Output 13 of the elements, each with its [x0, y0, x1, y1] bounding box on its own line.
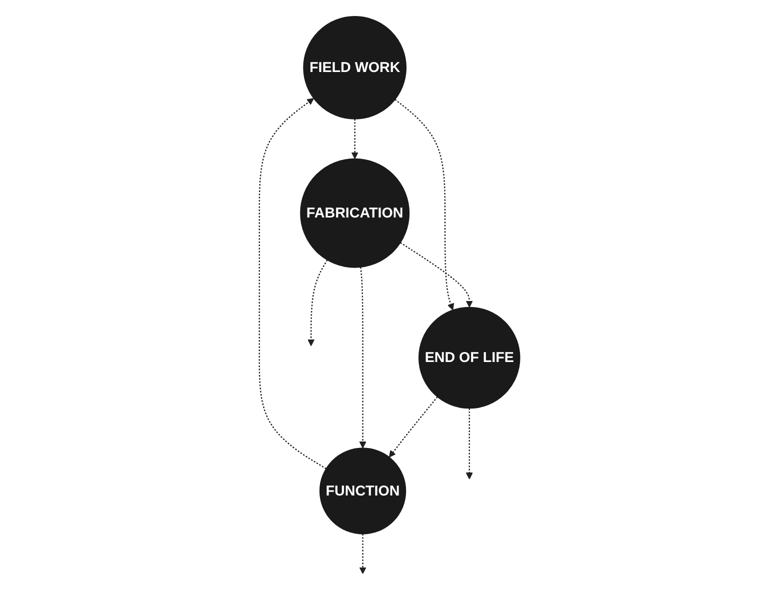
circle-node: FUNCTION: [319, 448, 406, 534]
circle-node: FIELD WORK: [303, 16, 406, 120]
circle-node: FABRICATION: [300, 158, 410, 268]
dashed-arrow: [394, 99, 454, 310]
dashed-arrow: [351, 119, 358, 160]
dashed-arrow: [258, 98, 326, 470]
dashed-arrow: [307, 260, 328, 346]
dashed-arrow: [388, 396, 438, 458]
dashed-arrow: [466, 408, 473, 480]
dashed-arrow: [359, 534, 366, 574]
dashed-arrow: [400, 242, 473, 308]
dashed-arrow: [359, 267, 366, 448]
circle-node: END OF LIFE: [418, 306, 520, 409]
